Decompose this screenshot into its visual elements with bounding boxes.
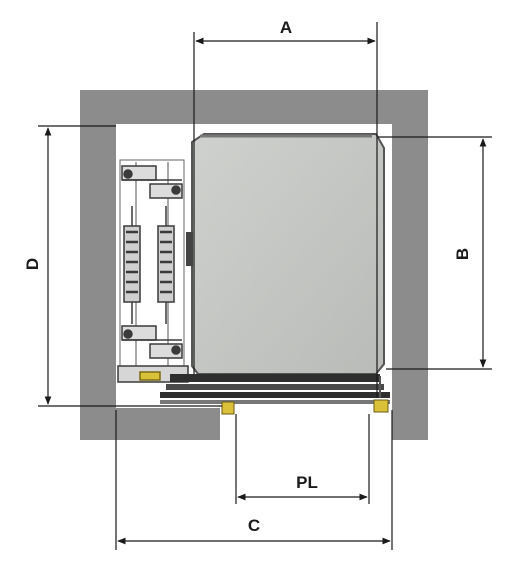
dimension-c xyxy=(115,410,393,550)
dimension-label-a: A xyxy=(280,18,292,37)
dimension-label-c: C xyxy=(248,516,260,535)
dimension-pl xyxy=(235,414,370,504)
shaft-wall-top xyxy=(80,90,428,124)
counterweight-assembly xyxy=(117,159,189,383)
dimension-label-d: D xyxy=(23,258,42,270)
dimension-label-pl: PL xyxy=(296,473,318,492)
shaft-wall-right xyxy=(392,90,428,440)
dimension-a xyxy=(193,22,378,398)
shaft-wall-left xyxy=(80,90,116,440)
elevator-car xyxy=(186,133,385,375)
shaft-wall-bottom-left xyxy=(80,408,220,440)
door-sill-assembly xyxy=(160,374,390,415)
shaft-walls xyxy=(80,90,428,440)
dimension-b xyxy=(378,136,492,370)
dimension-d xyxy=(38,125,222,407)
dimension-label-b: B xyxy=(453,248,472,260)
